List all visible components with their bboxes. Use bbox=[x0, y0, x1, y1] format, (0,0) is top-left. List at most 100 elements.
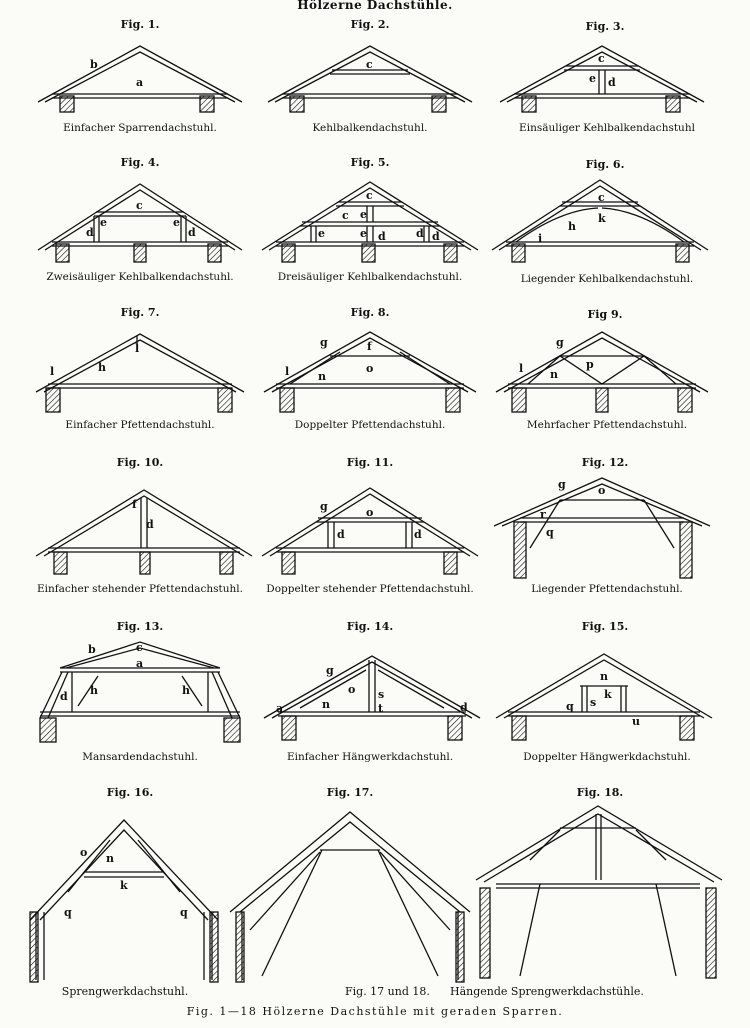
fig-6-letter: c bbox=[598, 191, 605, 204]
fig-4-letter: e bbox=[100, 216, 107, 229]
fig-8-letter: f bbox=[367, 340, 373, 353]
fig-5-letter: c bbox=[366, 189, 373, 202]
fig-16-label: Fig. 16. bbox=[106, 786, 154, 799]
fig-10-letter: f bbox=[132, 498, 138, 511]
fig-16-drawing bbox=[29, 819, 219, 983]
fig-12-drawing bbox=[493, 477, 711, 579]
fig-14-letter: d bbox=[460, 701, 468, 714]
fig-14-letter: s bbox=[378, 688, 384, 701]
fig-12-caption: Liegender Pfettendachstuhl. bbox=[531, 583, 683, 595]
fig-14-caption: Einfacher Hängwerkdachstuhl. bbox=[286, 751, 454, 763]
fig-16-letter: q bbox=[180, 906, 188, 919]
fig-8-label: Fig. 8. bbox=[350, 306, 390, 319]
fig-4-caption: Zweisäuliger Kehlbalkendachstuhl. bbox=[46, 271, 234, 283]
fig-5-letter: c bbox=[342, 209, 349, 222]
fig-4-letter: e bbox=[173, 216, 180, 229]
fig-2-letter: c bbox=[366, 58, 373, 71]
fig-5-letter: d bbox=[378, 230, 386, 243]
fig-6-caption: Liegender Kehlbalkendachstuhl. bbox=[520, 273, 694, 285]
fig-18-label: Fig. 18. bbox=[576, 786, 624, 799]
fig-5-caption: Dreisäuliger Kehlbalkendachstuhl. bbox=[277, 271, 463, 283]
fig-2-drawing bbox=[267, 45, 473, 113]
fig-14-label: Fig. 14. bbox=[346, 620, 394, 633]
footer-sprengwerk-caption: Sprengwerkdachstuhl. bbox=[61, 985, 189, 998]
fig-13-label: Fig. 13. bbox=[116, 620, 164, 633]
fig-5-letter: d bbox=[432, 230, 440, 243]
fig-7-caption: Einfacher Pfettendachstuhl. bbox=[65, 419, 215, 431]
fig-15-letter: n bbox=[600, 670, 608, 683]
fig-15-letter: s bbox=[590, 696, 596, 709]
fig-4-label: Fig. 4. bbox=[120, 156, 160, 169]
fig-4-drawing bbox=[37, 183, 243, 263]
fig-3-caption: Einsäuliger Kehlbalkendachstuhl bbox=[519, 122, 695, 134]
fig-2-label: Fig. 2. bbox=[350, 18, 390, 31]
fig-12-letter: r bbox=[540, 508, 546, 521]
fig-13-drawing bbox=[39, 641, 241, 743]
fig-11-letter: o bbox=[366, 506, 373, 519]
fig-14-letter: a bbox=[276, 702, 283, 715]
fig-11-letter: d bbox=[414, 528, 422, 541]
fig-8-letter: g bbox=[320, 336, 328, 349]
footer-fig-17-18: Fig. 17 und 18. bbox=[345, 985, 430, 998]
fig-15-drawing bbox=[495, 653, 713, 741]
fig-11-letter: d bbox=[337, 528, 345, 541]
fig-3-letter: d bbox=[608, 76, 616, 89]
fig-4-letter: d bbox=[86, 226, 94, 239]
fig-4-letter: d bbox=[188, 226, 196, 239]
fig-16-letter: n bbox=[106, 852, 114, 865]
fig-9-letter: g bbox=[556, 336, 564, 349]
fig-13-caption: Mansardendachstuhl. bbox=[82, 751, 198, 763]
fig-7-letter: l bbox=[50, 365, 54, 378]
fig-5-letter: e bbox=[360, 208, 367, 221]
fig-10-drawing bbox=[35, 489, 253, 575]
fig-9-letter: n bbox=[550, 368, 558, 381]
fig-1-letter: b bbox=[90, 58, 98, 71]
fig-8-letter: n bbox=[318, 370, 326, 383]
fig-17-drawing bbox=[229, 811, 471, 983]
fig-8-drawing bbox=[263, 331, 477, 413]
fig-3-label: Fig. 3. bbox=[585, 20, 625, 33]
fig-9-caption: Mehrfacher Pfettendachstuhl. bbox=[526, 419, 688, 431]
fig-11-drawing bbox=[261, 487, 479, 575]
fig-1-letter: a bbox=[136, 76, 143, 89]
fig-5-letter: d bbox=[416, 227, 424, 240]
fig-16-letter: q bbox=[64, 906, 72, 919]
fig-7-label: Fig. 7. bbox=[120, 306, 160, 319]
page-title: Hölzerne Dachstühle. bbox=[297, 0, 453, 12]
fig-10-letter: d bbox=[146, 518, 154, 531]
plate-caption: Fig. 1—18 Hölzerne Dachstühle mit gerade… bbox=[186, 1005, 564, 1018]
fig-2-caption: Kehlbalkendachstuhl. bbox=[312, 122, 428, 134]
fig-12-label: Fig. 12. bbox=[581, 456, 629, 469]
fig-8-letter: o bbox=[366, 362, 373, 375]
fig-8-letter: l bbox=[285, 365, 289, 378]
fig-15-letter: q bbox=[566, 700, 574, 713]
footer-haengende-caption: Hängende Sprengwerkdachstühle. bbox=[450, 985, 644, 998]
fig-12-letter: q bbox=[546, 526, 554, 539]
fig-9-label: Fig 9. bbox=[587, 308, 623, 321]
fig-12-letter: g bbox=[558, 478, 566, 491]
fig-9-letter: p bbox=[586, 358, 594, 371]
fig-14-letter: t bbox=[378, 702, 384, 715]
fig-4-letter: c bbox=[136, 199, 143, 212]
fig-13-letter: h bbox=[90, 684, 98, 697]
fig-16-letter: k bbox=[120, 879, 128, 892]
fig-5-drawing bbox=[261, 181, 479, 263]
fig-18-drawing bbox=[475, 805, 723, 979]
fig-10-caption: Einfacher stehender Pfettendachstuhl. bbox=[36, 583, 244, 595]
fig-5-label: Fig. 5. bbox=[350, 156, 390, 169]
fig-5-letter: e bbox=[360, 227, 367, 240]
fig-6-drawing bbox=[491, 179, 709, 263]
fig-14-letter: o bbox=[348, 683, 355, 696]
fig-17-label: Fig. 17. bbox=[326, 786, 374, 799]
fig-3-letter: c bbox=[598, 52, 605, 65]
fig-13-letter: h bbox=[182, 684, 190, 697]
fig-15-label: Fig. 15. bbox=[581, 620, 629, 633]
fig-11-label: Fig. 11. bbox=[346, 456, 394, 469]
fig-15-letter: u bbox=[632, 715, 640, 728]
fig-15-letter: k bbox=[604, 688, 612, 701]
fig-6-letter: k bbox=[598, 212, 606, 225]
fig-9-letter: l bbox=[519, 362, 523, 375]
fig-9-drawing bbox=[495, 331, 709, 413]
fig-3-letter: e bbox=[589, 72, 596, 85]
fig-3-drawing bbox=[499, 45, 705, 113]
